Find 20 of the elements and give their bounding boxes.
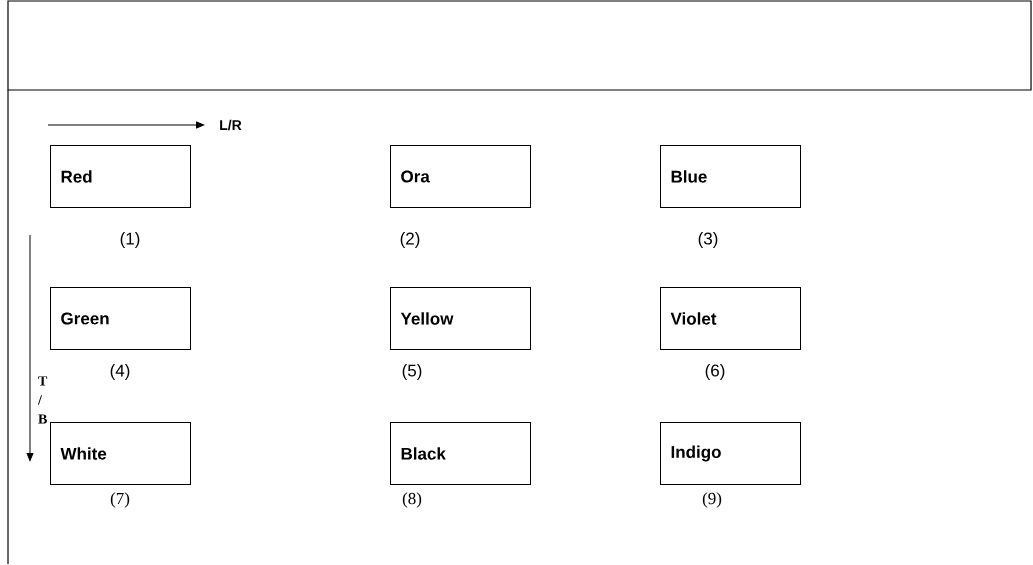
number-label: (8)	[402, 492, 422, 508]
axis-label: T / B	[37, 376, 48, 424]
process-box: Yellow	[390, 287, 531, 350]
number-label: (2)	[400, 232, 420, 248]
axis-label: L/R	[220, 119, 242, 131]
number-label: (1)	[120, 232, 140, 248]
number-label: (4)	[110, 364, 130, 380]
number-label: (7)	[110, 492, 130, 508]
process-box: Red	[50, 145, 191, 208]
process-box: White	[50, 422, 191, 485]
process-box: Green	[50, 287, 191, 350]
process-box: Ora	[390, 145, 531, 208]
number-label: (5)	[402, 364, 422, 380]
process-box: Indigo	[660, 422, 801, 485]
process-box: Blue	[660, 145, 801, 208]
process-box: Black	[390, 422, 531, 485]
number-label: (6)	[705, 364, 725, 380]
number-label: (9)	[702, 492, 722, 508]
process-box: Violet	[660, 287, 801, 350]
number-label: (3)	[698, 232, 718, 248]
